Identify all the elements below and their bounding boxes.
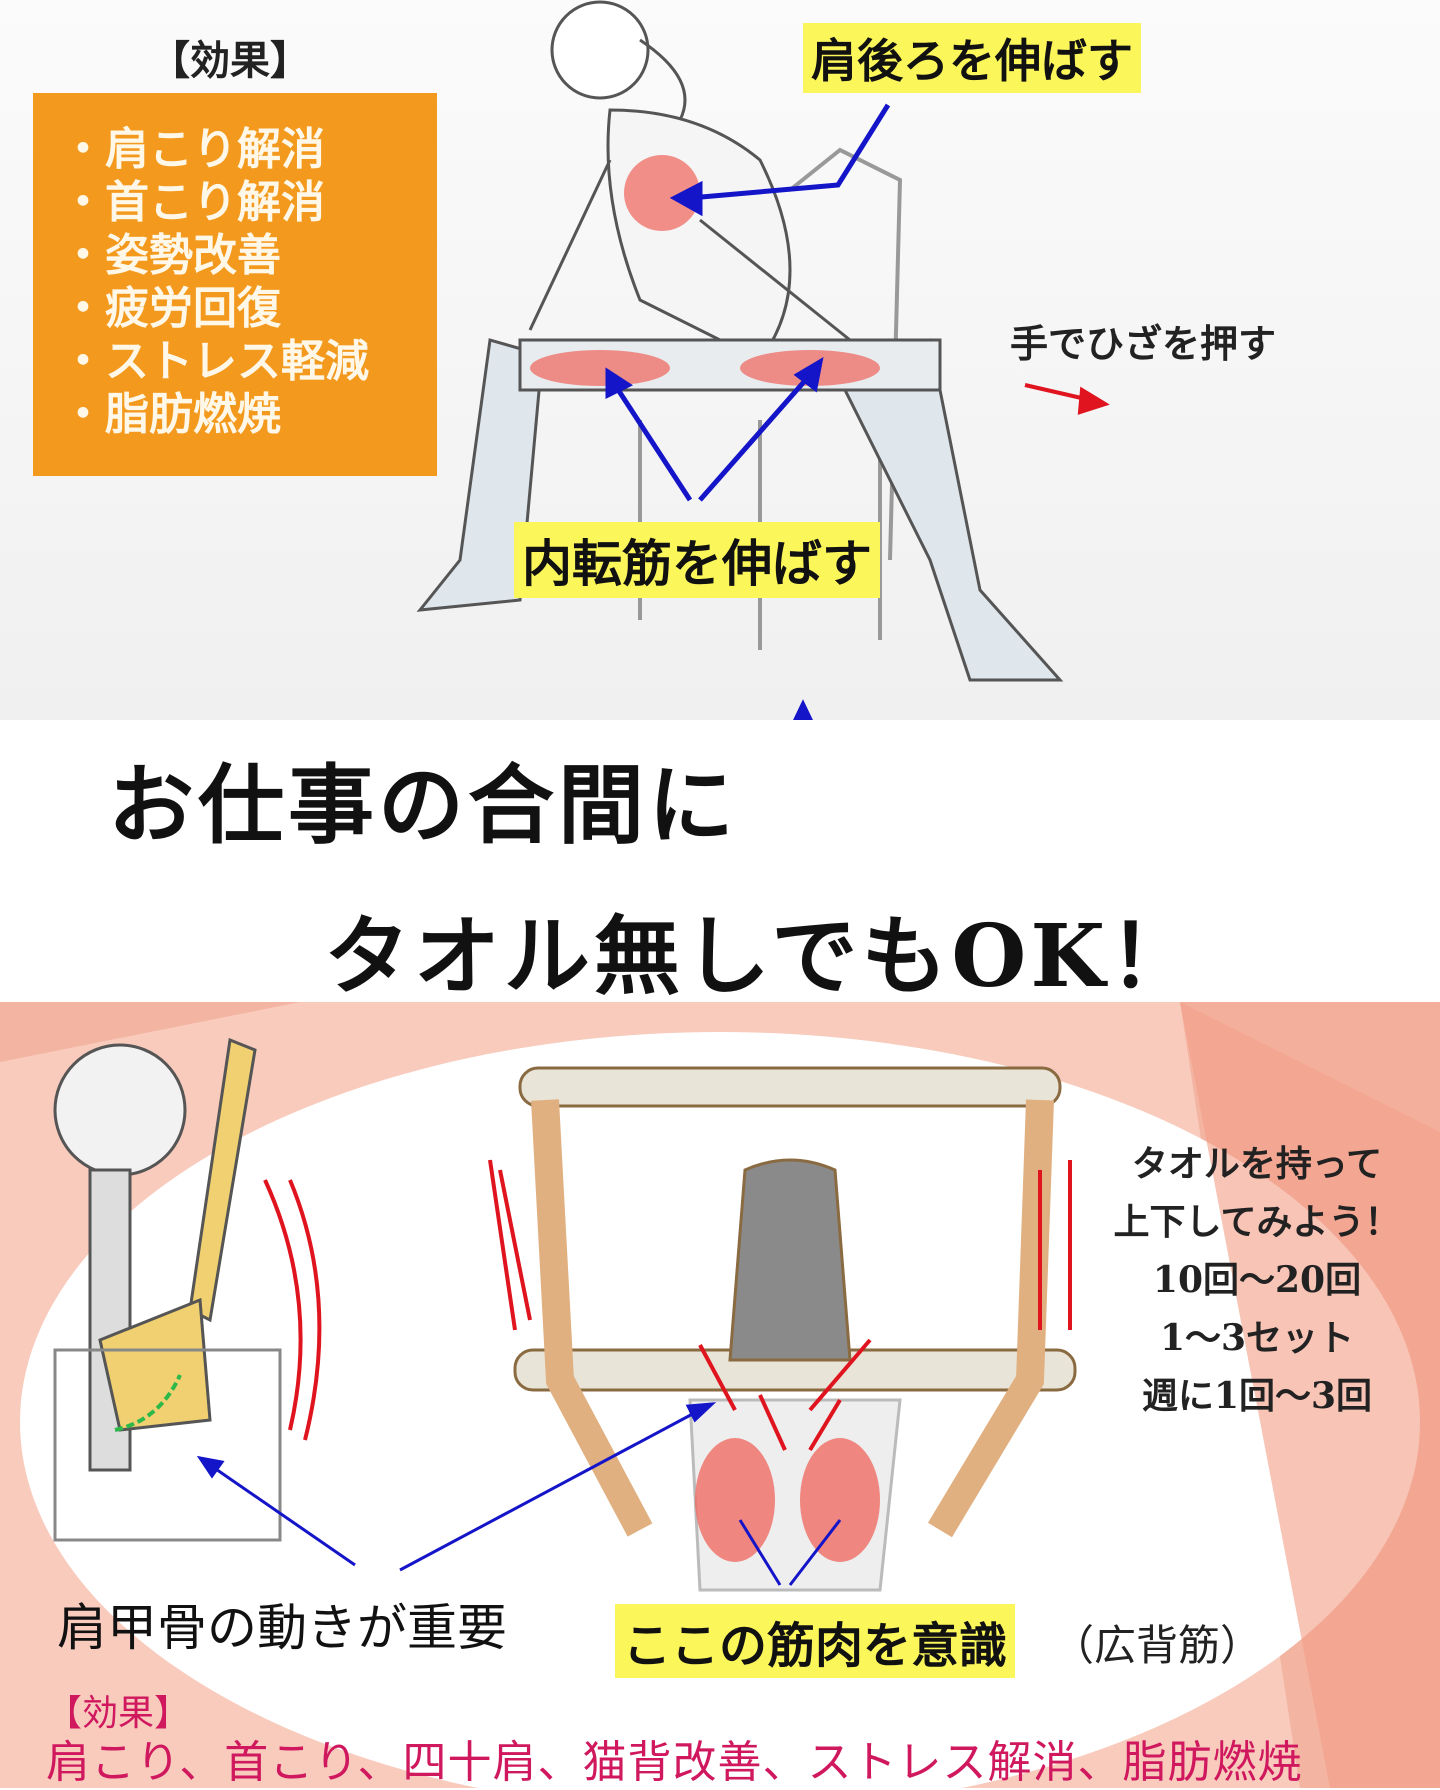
skeleton-figure [53,1037,282,1542]
instruction-line: タオルを持って [1131,1143,1383,1185]
towel-top [518,1066,1062,1108]
effect-item: ・ストレス軽減 [61,336,369,387]
exercise-instructions: タオルを持って 上下してみよう！ 10回〜20回 1〜3セット 週に1回〜3回 [1092,1135,1422,1425]
blue-pointer-arrows [196,1402,842,1586]
headline-line-1: お仕事の合間に [108,755,738,856]
label-scapula: 肩甲骨の動きが重要 [57,1599,507,1657]
instruction-frequency: 週に1回〜3回 [1141,1375,1373,1417]
effect-item: ・脂肪燃焼 [61,389,281,440]
label-stretch-shoulder: 肩後ろを伸ばす [803,23,1141,93]
effect-item: ・姿勢改善 [61,230,281,281]
right-lat-highlight [800,1438,880,1562]
scapula-motion-arrow [114,1374,182,1432]
shoulder-highlight [624,155,700,231]
label-stretch-adductor: 内転筋を伸ばす [514,522,880,598]
instruction-reps: 10回〜20回 [1152,1259,1362,1301]
left-lat-highlight [695,1438,775,1562]
instruction-sets: 1〜3セット [1159,1317,1355,1359]
red-motion-arrows [263,1159,1072,1452]
instruction-line: 上下してみよう！ [1113,1201,1401,1243]
blue-arrows [605,103,891,720]
bottom-effects-line: 肩こり、首こり、四十肩、猫背改善、ストレス解消、脂肪燃焼 [46,1737,1303,1788]
effects-list: ・肩こり解消 ・首こり解消 ・姿勢改善 ・疲労回復 ・ストレス軽減 ・脂肪燃焼 [33,93,437,476]
red-push-arrow [1024,383,1110,415]
effect-item: ・疲労回復 [61,283,281,334]
label-muscle-focus: ここの筋肉を意識 [615,1604,1016,1678]
bottom-effects-title: 【効果】 [46,1693,191,1734]
seated-stretch-illustration [416,0,1110,720]
label-muscle-name: （広背筋） [1052,1621,1263,1670]
label-push-knee: 手でひざを押す [1010,321,1277,366]
effects-title: 【効果】 [150,37,310,84]
headline-line-2: タオル無しでもOK！ [324,906,1200,1007]
effect-item: ・首こり解消 [61,177,325,228]
left-adductor-highlight [530,350,670,386]
woman-back-figure [513,1066,1077,1592]
effect-item: ・肩こり解消 [61,124,325,175]
